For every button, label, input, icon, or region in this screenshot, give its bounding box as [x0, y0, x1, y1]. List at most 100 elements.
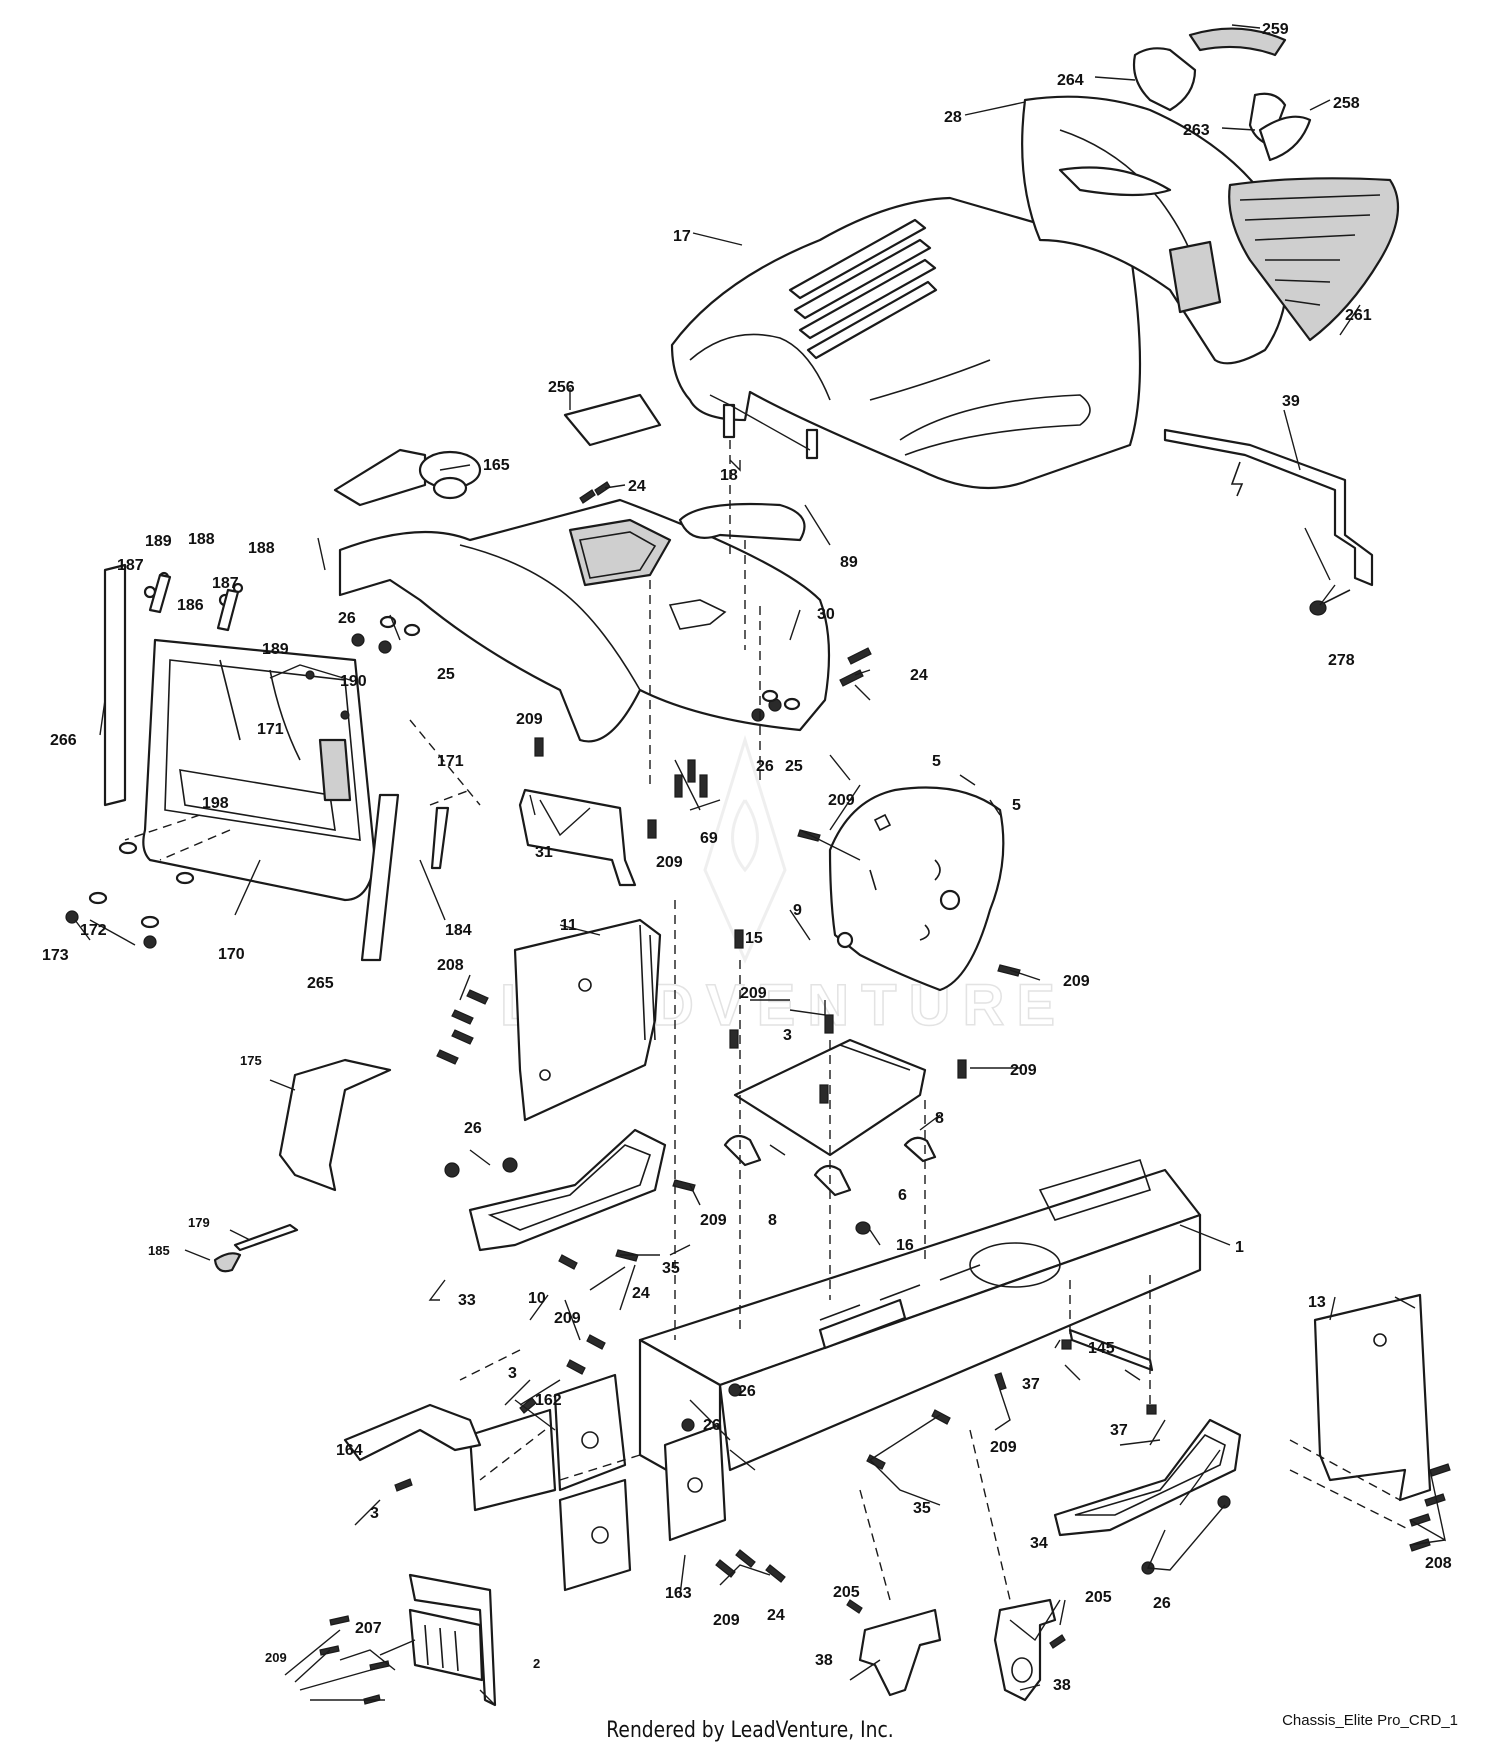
callout-35-a: 35: [662, 1260, 680, 1277]
callout-259: 259: [1262, 21, 1289, 38]
callout-187-b: 187: [212, 575, 239, 592]
part-trim-266: [103, 563, 127, 807]
callout-28: 28: [944, 109, 962, 126]
callout-39: 39: [1282, 393, 1300, 410]
callout-24-right: 24: [910, 667, 928, 684]
callout-33: 33: [458, 1292, 476, 1309]
callout-1: 1: [1235, 1239, 1244, 1256]
callout-209-i: 209: [990, 1439, 1017, 1456]
callout-170: 170: [218, 946, 245, 963]
callout-25-fender: 25: [785, 758, 803, 775]
part-nuts-26: [351, 633, 1231, 1575]
part-main-frame: [638, 1159, 1202, 1502]
callout-8-b: 8: [768, 1212, 777, 1229]
callout-172: 172: [80, 922, 107, 939]
callout-24-mid: 24: [632, 1285, 650, 1302]
part-nut-16: [855, 1221, 871, 1235]
callout-26-fender: 26: [756, 758, 774, 775]
callout-89: 89: [840, 554, 858, 571]
part-hood-bumper-b: [805, 428, 819, 460]
callout-6: 6: [898, 1187, 907, 1204]
callout-207: 207: [355, 1620, 382, 1637]
part-plate-13: [1313, 1293, 1432, 1502]
part-brackets-38: [858, 1598, 1057, 1702]
callout-188-a: 188: [188, 531, 215, 548]
callout-69: 69: [700, 830, 718, 847]
callout-37-a: 37: [1022, 1376, 1040, 1393]
part-hardware-pivots: [143, 571, 350, 720]
callout-173: 173: [42, 947, 69, 964]
part-rod-179: [213, 1223, 299, 1273]
part-bracket-2: [408, 1573, 497, 1707]
part-washers-25: [379, 615, 801, 711]
part-front-panel: [142, 638, 377, 902]
callout-209-g: 209: [700, 1212, 727, 1229]
callout-38-a: 38: [815, 1652, 833, 1669]
callout-171-b: 171: [437, 753, 464, 770]
part-hood-bumper-a: [722, 403, 736, 439]
part-footrest-33: [468, 1128, 667, 1252]
part-plate-9: [828, 786, 1005, 992]
callout-35-b: 35: [913, 1500, 931, 1517]
part-cupholder-165: [333, 448, 482, 507]
callout-256: 256: [548, 379, 575, 396]
callout-209-h: 209: [554, 1310, 581, 1327]
drawing-id: Chassis_Elite Pro_CRD_1: [1282, 1712, 1458, 1729]
callout-26-footrest: 26: [464, 1120, 482, 1137]
callout-189-a: 189: [145, 533, 172, 550]
callout-263: 263: [1183, 122, 1210, 139]
callout-labels: 259 264 258 28 263 17 261 39 256 165 24 …: [42, 21, 1452, 1694]
part-headlight-covers: [1132, 27, 1312, 162]
callout-265: 265: [307, 975, 334, 992]
callout-17: 17: [673, 228, 691, 245]
part-trim-265: [360, 793, 400, 962]
callout-179: 179: [188, 1215, 210, 1230]
callout-3-a: 3: [783, 1027, 792, 1044]
callout-16: 16: [896, 1237, 914, 1254]
callout-2: 2: [533, 1656, 540, 1671]
callout-11: 11: [560, 917, 577, 934]
callout-165: 165: [483, 457, 510, 474]
callout-5-a: 5: [932, 753, 941, 770]
callout-3-b: 3: [508, 1365, 517, 1382]
callout-209-d: 209: [1063, 973, 1090, 990]
part-pad-89: [678, 502, 806, 542]
part-side-plates: [468, 1373, 727, 1592]
callout-8-a: 8: [935, 1110, 944, 1127]
callout-209-j: 209: [713, 1612, 740, 1629]
part-footrest-34: [1053, 1418, 1242, 1537]
callout-185: 185: [148, 1243, 170, 1258]
part-bolt-278: [1309, 589, 1351, 616]
part-clips-8: [723, 1134, 937, 1197]
callout-209-f: 209: [1010, 1062, 1037, 1079]
callout-266: 266: [50, 732, 77, 749]
callout-208-a: 208: [437, 957, 464, 974]
callout-24-top: 24: [628, 478, 646, 495]
callout-198: 198: [202, 795, 229, 812]
callout-145: 145: [1088, 1340, 1115, 1357]
callout-278: 278: [1328, 652, 1355, 669]
callout-264: 264: [1057, 72, 1084, 89]
leader-lines: [74, 24, 1447, 1706]
callout-24-bottom: 24: [767, 1607, 785, 1624]
callout-209-b: 209: [828, 792, 855, 809]
callout-205-b: 205: [1085, 1589, 1112, 1606]
callout-208-b: 208: [1425, 1555, 1452, 1572]
callout-184: 184: [445, 922, 472, 939]
part-grille-mesh: [1228, 177, 1400, 342]
callout-26-dash: 26: [338, 610, 356, 627]
part-bracket-31: [518, 788, 637, 887]
part-bracket-164: [343, 1403, 482, 1462]
part-bolts: [319, 481, 1451, 1705]
callout-13: 13: [1308, 1294, 1326, 1311]
callout-258: 258: [1333, 95, 1360, 112]
part-cover-256: [563, 393, 662, 447]
footer-credit: Rendered by LeadVenture, Inc.: [606, 1718, 894, 1743]
callout-3-c: 3: [370, 1505, 379, 1522]
callout-37-b: 37: [1110, 1422, 1128, 1439]
part-rod-145: [1068, 1328, 1154, 1372]
callout-164: 164: [336, 1442, 363, 1459]
callout-175: 175: [240, 1053, 262, 1068]
part-plate-11: [513, 918, 662, 1122]
